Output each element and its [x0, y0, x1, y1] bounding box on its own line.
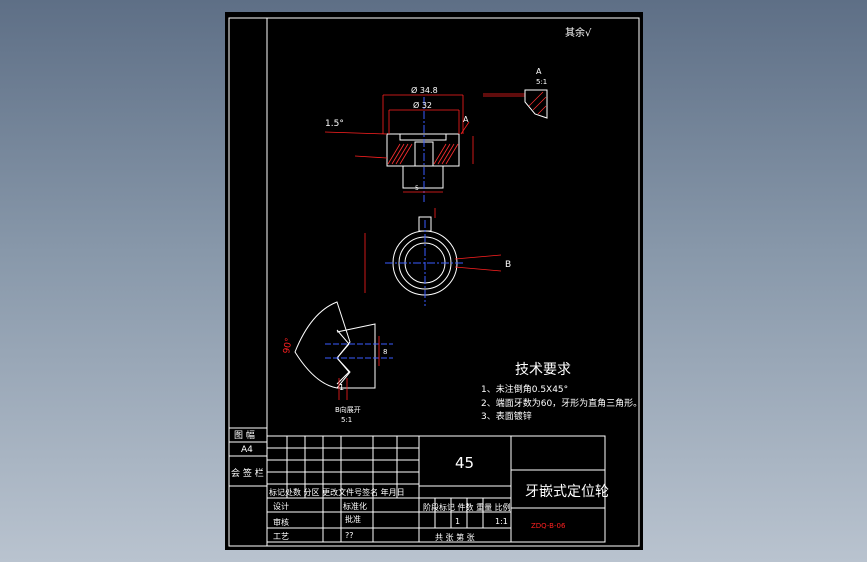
paper-size-label: 图 幅 [234, 429, 255, 441]
b-view [294, 301, 393, 400]
label-a: A [463, 115, 469, 124]
tech-req-title: 技术要求 [515, 362, 571, 378]
outer-frame [228, 17, 640, 547]
dim-inner-dia: Ø 32 [413, 100, 432, 110]
engineering-drawing: 其余√ Ø 34.8 Ø 32 1.5° A 5 A 5:1 [228, 17, 642, 547]
tb-scale: 1:1 [495, 517, 508, 526]
tb-approve: 批准 [345, 514, 361, 524]
dim-width: 1 [339, 383, 344, 392]
tb-qty: 1 [455, 517, 460, 526]
revision-header: 标记处数 分区 更改文件号签名 年月日 [269, 487, 405, 497]
stage-header: 阶段标记 件数 重量 比例 [423, 502, 511, 512]
tb-check: 审核 [273, 517, 289, 527]
section-a-label: A [536, 67, 542, 76]
view-b-scale: 5:1 [341, 416, 352, 424]
section-hatch [387, 143, 459, 165]
flange-step [399, 133, 447, 141]
title-block-grid [266, 435, 606, 543]
roughness-note: 其余√ [565, 26, 592, 39]
tech-req-2: 2、端面牙数为60，牙形为直角三角形。 [481, 397, 642, 409]
paper-size: A4 [241, 445, 253, 455]
dim-outer-dia: Ø 34.8 [411, 85, 438, 95]
part-name: 牙嵌式定位轮 [525, 484, 609, 500]
tb-sheets: 共 张 第 张 [435, 532, 475, 542]
dim-bore-len: 5 [415, 185, 419, 192]
tech-req-3: 3、表面镀锌 [481, 410, 532, 422]
inner-frame [266, 17, 640, 547]
hub [402, 165, 444, 189]
dim-depth: 8 [383, 348, 387, 356]
signature-label: 会 签 栏 [231, 467, 264, 479]
tb-unknown: ?? [345, 531, 354, 540]
dimension-lines [324, 94, 474, 193]
tb-design: 设计 [273, 501, 289, 511]
drawing-code: ZDQ-B-06 [531, 522, 566, 530]
section-view [386, 133, 460, 189]
tb-standardize: 标准化 [343, 501, 367, 511]
material: 45 [455, 454, 474, 472]
dim-angle: 1.5° [325, 119, 344, 129]
label-b: B [505, 260, 511, 270]
drawing-viewport[interactable]: 其余√ Ø 34.8 Ø 32 1.5° A 5 A 5:1 [225, 12, 643, 550]
front-view [364, 208, 502, 306]
tech-req-1: 1、未注倒角0.5X45° [481, 383, 568, 395]
dim-90: 90° [282, 337, 295, 354]
section-a-detail [483, 89, 548, 119]
section-a-scale: 5:1 [536, 78, 547, 86]
tb-process: 工艺 [273, 532, 289, 541]
view-b-label: B向展开 [335, 405, 361, 414]
left-stamp-boxes [229, 427, 267, 487]
